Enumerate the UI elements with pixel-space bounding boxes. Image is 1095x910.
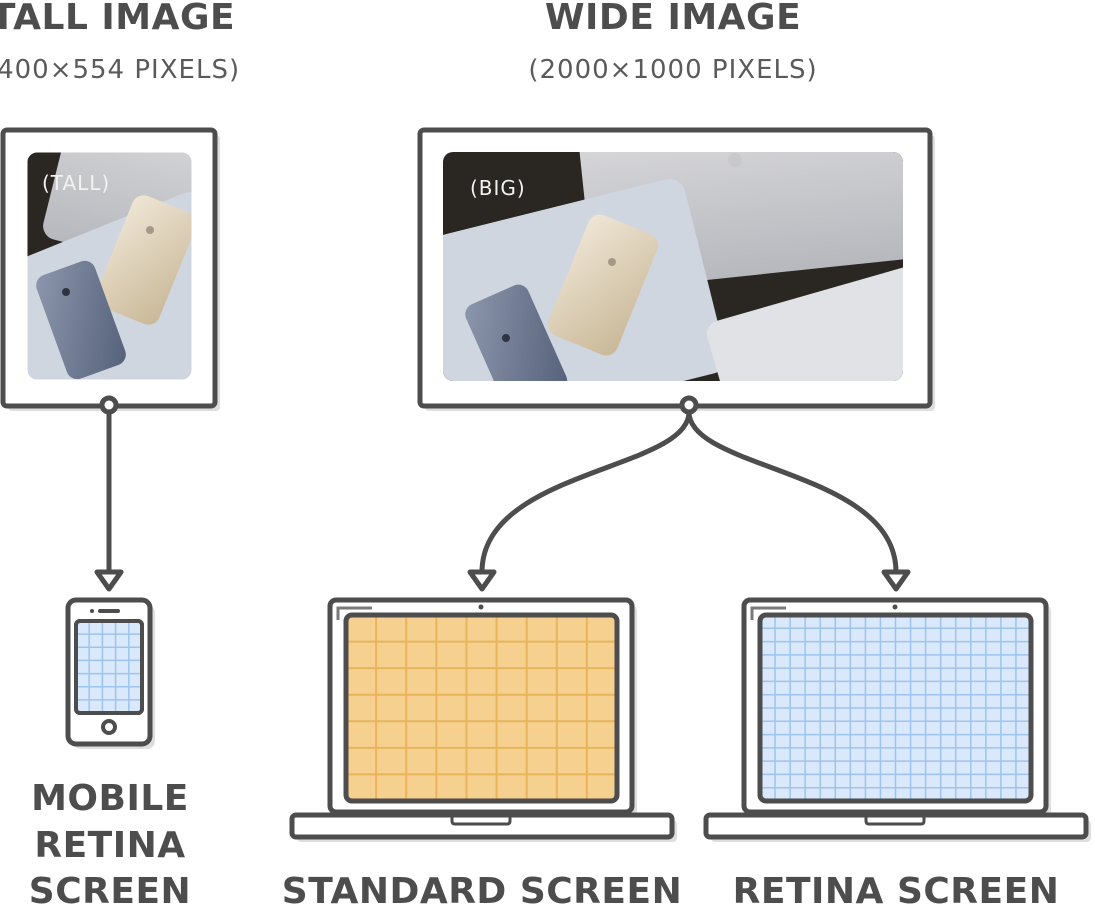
wide-photo-label: (BIG) [470, 176, 526, 200]
phones-laptops-photo-icon [443, 152, 903, 381]
mobile-caption-line3: SCREEN [29, 871, 191, 906]
retina-screen-caption: RETINA SCREEN [733, 871, 1060, 906]
tall-to-mobile-connector [94, 395, 124, 592]
retina-laptop-icon [703, 597, 1091, 842]
tall-image-dimensions: (400×554 PIXELS) [0, 55, 240, 85]
tall-photo-label: (TALL) [42, 171, 110, 195]
wide-image-frame: (BIG) [417, 127, 935, 411]
standard-screen-caption: STANDARD SCREEN [282, 871, 682, 906]
wide-to-screens-connector [467, 395, 911, 592]
phones-photo-icon [27, 152, 192, 380]
mobile-phone-icon [65, 597, 155, 749]
mobile-caption-line2: RETINA [34, 825, 185, 866]
tall-image-frame: (TALL) [0, 127, 220, 411]
wide-image-dimensions: (2000×1000 PIXELS) [528, 55, 817, 85]
wide-image-title: WIDE IMAGE [545, 0, 801, 38]
standard-laptop-icon [289, 597, 677, 842]
tall-image-title: TALL IMAGE [0, 0, 235, 38]
mobile-caption-line1: MOBILE [31, 778, 189, 819]
